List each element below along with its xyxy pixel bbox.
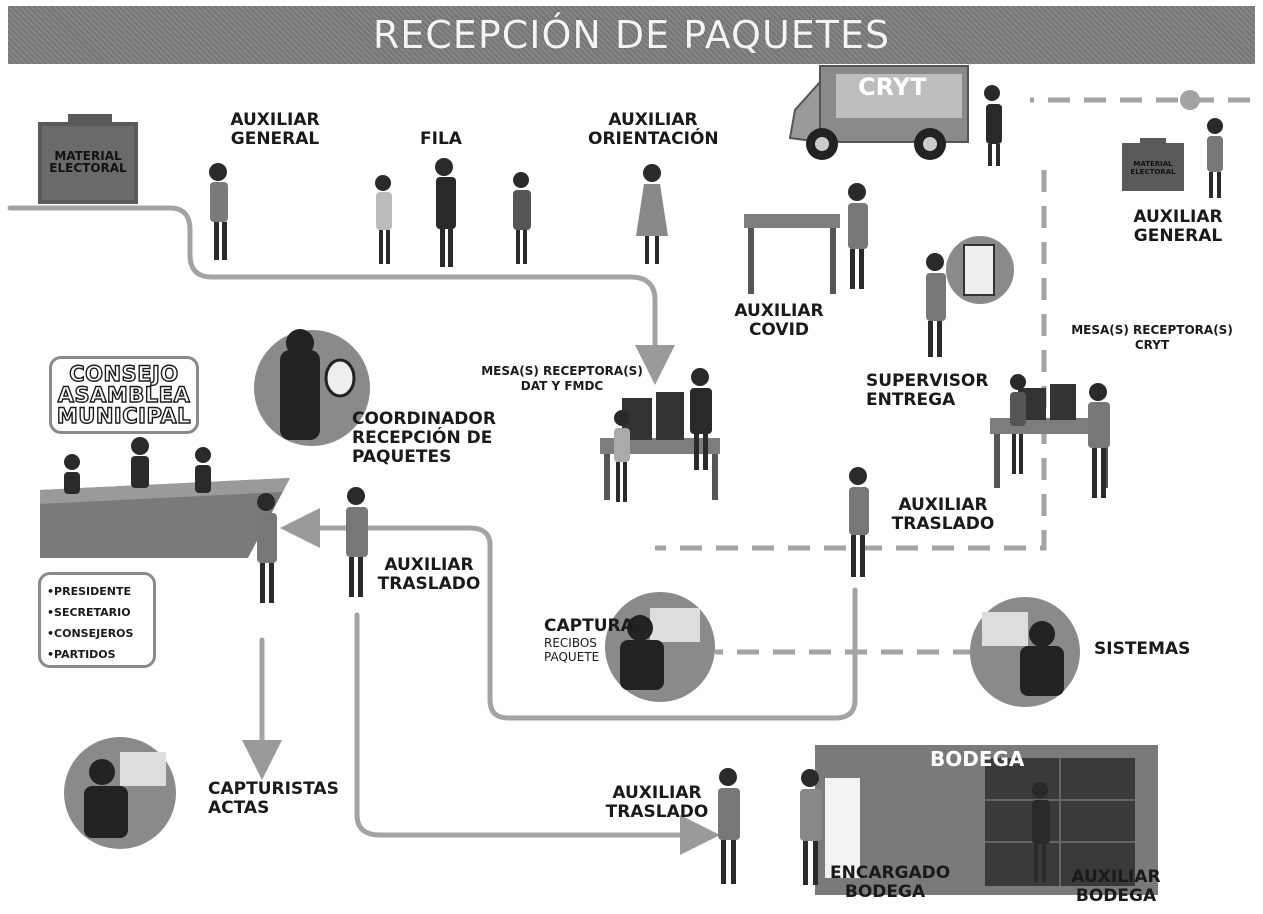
council-desk bbox=[40, 478, 290, 558]
page-title: RECEPCIÓN DE PAQUETES bbox=[372, 13, 891, 57]
council-line-3: MUNICIPAL bbox=[56, 403, 192, 428]
label-encargado: ENCARGADO BODEGA bbox=[830, 863, 951, 902]
captura-circle bbox=[605, 592, 715, 702]
line: CRyT bbox=[1134, 338, 1170, 352]
line: ENTREGA bbox=[866, 390, 956, 410]
label-capturistas: CAPTURISTAS ACTAS bbox=[208, 780, 339, 818]
material-box-right bbox=[1122, 138, 1184, 191]
bodega-building bbox=[815, 745, 1158, 895]
covid-table bbox=[744, 214, 840, 294]
material-small-line-2: ELECTORAL bbox=[1130, 168, 1176, 176]
role-consejeros: •CONSEJEROS bbox=[47, 627, 134, 640]
label-captura: CAPTURA RECIBOS PAQUETE bbox=[544, 616, 634, 665]
people bbox=[64, 85, 1223, 885]
label-aux-traslado-2: AUXILIAR TRASLADO bbox=[890, 496, 996, 534]
material-small-line-1: MATERIAL bbox=[1133, 160, 1173, 168]
label-aux-orientacion: AUXILIAR ORIENTACIÓN bbox=[588, 110, 719, 149]
material-box-text: MATERIAL ELECTORAL bbox=[40, 150, 136, 174]
truck bbox=[788, 65, 969, 160]
label-aux-general-2: AUXILIAR GENERAL bbox=[1130, 208, 1226, 246]
line: CAPTURA bbox=[544, 616, 634, 636]
line: BODEGA bbox=[844, 882, 926, 902]
line: ORIENTACIÓN bbox=[588, 129, 719, 149]
label-fila: FILA bbox=[420, 129, 462, 149]
role-presidente: •PRESIDENTE bbox=[47, 585, 131, 598]
truck-label: CRyT bbox=[858, 73, 927, 101]
material-box-text-small: MATERIAL ELECTORAL bbox=[1122, 160, 1184, 176]
line: GENERAL bbox=[230, 129, 320, 149]
material-line-1: MATERIAL bbox=[54, 149, 122, 163]
line: TRASLADO bbox=[891, 514, 995, 534]
supervisor-sign bbox=[946, 236, 1014, 304]
material-line-2: ELECTORAL bbox=[49, 161, 127, 175]
line: GENERAL bbox=[1133, 226, 1223, 246]
line: AUXILIAR bbox=[384, 555, 474, 575]
line: AUXILIAR bbox=[734, 301, 824, 321]
council-title-box: CONSEJO ASAMBLEA MUNICIPAL bbox=[49, 356, 199, 434]
bodega-sign: BODEGA bbox=[930, 747, 1025, 771]
line: COORDINADOR bbox=[352, 409, 496, 429]
role-partidos: •PARTIDOS bbox=[47, 648, 116, 661]
line: AUXILIAR bbox=[1071, 867, 1161, 887]
material-box-left bbox=[38, 114, 138, 204]
label-supervisor: SUPERVISOR ENTREGA bbox=[866, 372, 988, 410]
label-mesa-dat: MESA(S) RECEPTORA(S) DAT Y FMDC bbox=[462, 364, 662, 394]
captura-sub-1: RECIBOS bbox=[544, 636, 597, 650]
council-roles-box: •PRESIDENTE •SECRETARIO •CONSEJEROS •PAR… bbox=[38, 572, 156, 668]
role-secretario: •SECRETARIO bbox=[47, 606, 131, 619]
line: MESA(S) RECEPTORA(S) bbox=[481, 364, 643, 378]
capturistas-circle bbox=[64, 737, 176, 849]
coordinator-circle bbox=[254, 329, 370, 446]
line: AUXILIAR bbox=[230, 110, 320, 130]
line: AUXILIAR bbox=[1133, 207, 1223, 227]
dashed-flow-lines bbox=[655, 97, 1250, 655]
line: AUXILIAR bbox=[898, 495, 988, 515]
title-banner: RECEPCIÓN DE PAQUETES bbox=[8, 6, 1255, 64]
label-aux-general-1: AUXILIAR GENERAL bbox=[220, 111, 330, 149]
sistemas-circle bbox=[970, 597, 1080, 707]
line: AUXILIAR bbox=[608, 110, 698, 130]
line: ENCARGADO bbox=[830, 863, 951, 883]
line: SUPERVISOR bbox=[866, 371, 989, 391]
line: ACTAS bbox=[208, 798, 270, 818]
line: TRASLADO bbox=[605, 802, 709, 822]
council-line-2: ASAMBLEA bbox=[57, 382, 191, 407]
council-line-1: CONSEJO bbox=[69, 361, 179, 386]
line: BODEGA bbox=[1075, 886, 1157, 906]
label-aux-covid: AUXILIAR COVID bbox=[726, 302, 832, 340]
line: DAT Y FMDC bbox=[520, 379, 604, 393]
line: PAQUETES bbox=[352, 447, 452, 467]
label-sistemas: SISTEMAS bbox=[1094, 639, 1191, 659]
label-coordinador: COORDINADOR RECEPCIÓN DE PAQUETES bbox=[352, 410, 496, 467]
label-aux-traslado-3: AUXILIAR TRASLADO bbox=[604, 784, 710, 822]
line: TRASLADO bbox=[377, 574, 481, 594]
line: RECEPCIÓN DE bbox=[352, 428, 493, 448]
line: CAPTURISTAS bbox=[208, 779, 339, 799]
line: MESA(S) RECEPTORA(S) bbox=[1071, 323, 1233, 337]
label-aux-traslado-1: AUXILIAR TRASLADO bbox=[376, 556, 482, 594]
captura-sub-2: PAQUETE bbox=[544, 650, 600, 664]
solid-flow-lines bbox=[7, 205, 858, 855]
label-aux-bodega: AUXILIAR BODEGA bbox=[1066, 868, 1166, 906]
line: AUXILIAR bbox=[612, 783, 702, 803]
label-mesa-cryt: MESA(S) RECEPTORA(S) CRyT bbox=[1052, 323, 1252, 353]
line: COVID bbox=[748, 320, 810, 340]
